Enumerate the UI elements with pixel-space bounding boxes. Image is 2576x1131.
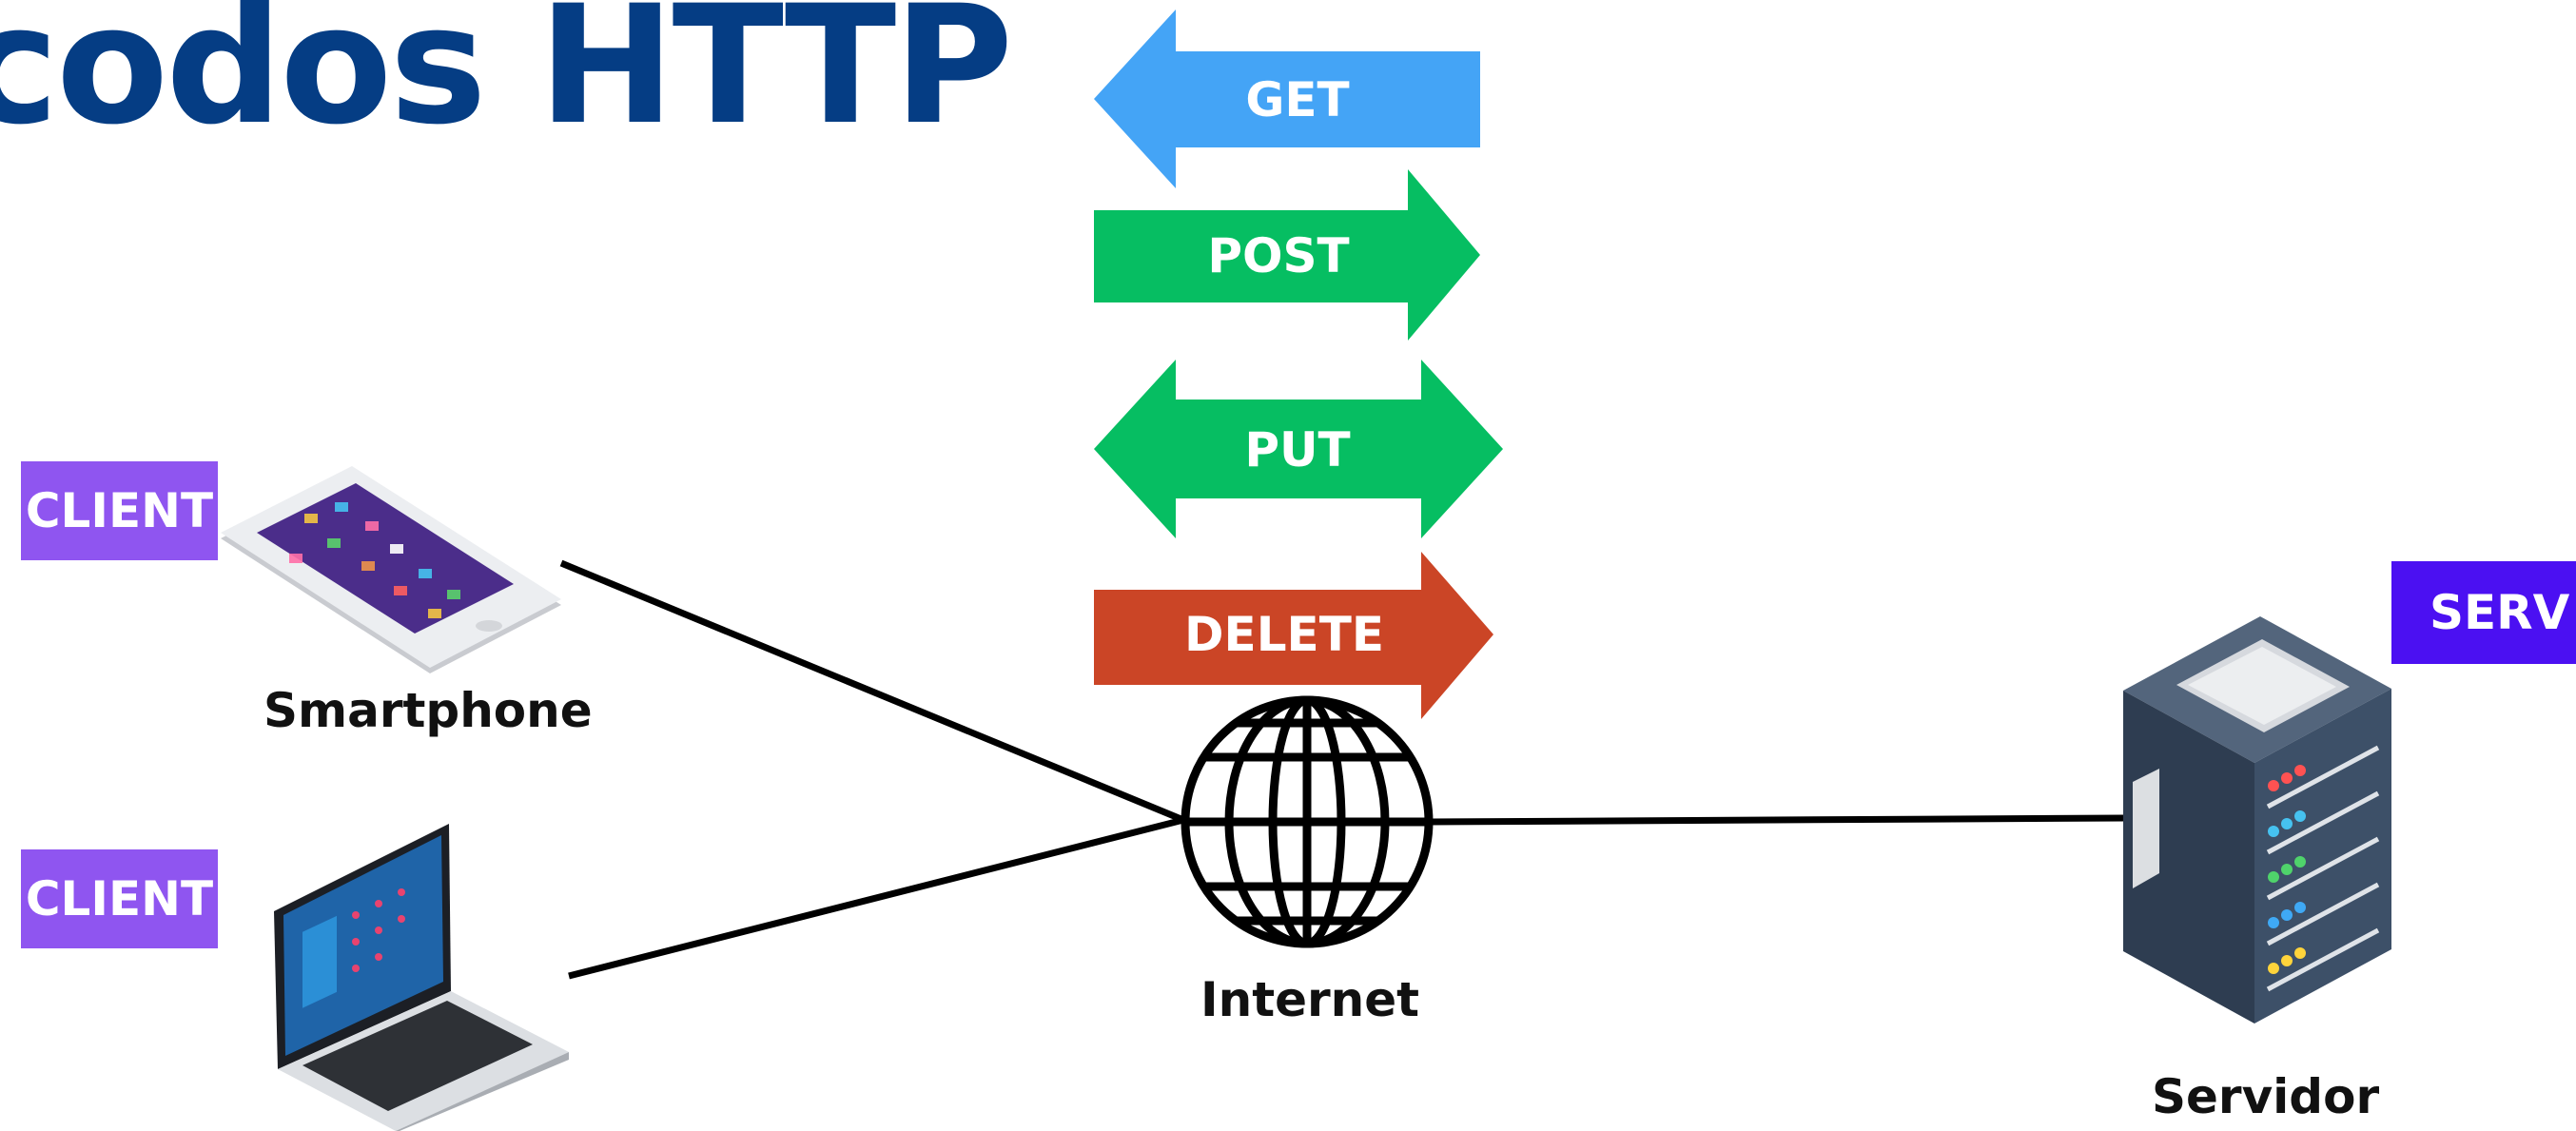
smartphone-icon: [221, 466, 561, 673]
put-arrow: PUT: [1094, 360, 1503, 538]
laptop-icon: [274, 824, 569, 1131]
delete-arrow: DELETE: [1094, 552, 1493, 719]
link-laptop-internet: [568, 816, 1184, 980]
get-label: GET: [1245, 72, 1349, 127]
server-icon: [2123, 616, 2391, 1024]
get-arrow: GET: [1094, 10, 1480, 188]
globe-icon: [1181, 695, 1434, 948]
client-badge-laptop: CLIENT: [21, 849, 218, 948]
page-title: codos HTTP: [0, 0, 1013, 161]
link-internet-server: [1430, 814, 2126, 826]
put-label: PUT: [1244, 422, 1350, 478]
delete-label: DELETE: [1184, 607, 1384, 662]
client-badge-smartphone: CLIENT: [21, 461, 218, 560]
smartphone-caption: Smartphone: [263, 683, 593, 738]
link-smartphone-internet: [559, 559, 1185, 824]
post-arrow: POST: [1094, 169, 1480, 341]
server-caption: Servidor: [2152, 1069, 2380, 1124]
internet-caption: Internet: [1200, 972, 1420, 1027]
server-badge: SERV: [2391, 561, 2576, 664]
post-label: POST: [1207, 228, 1349, 283]
